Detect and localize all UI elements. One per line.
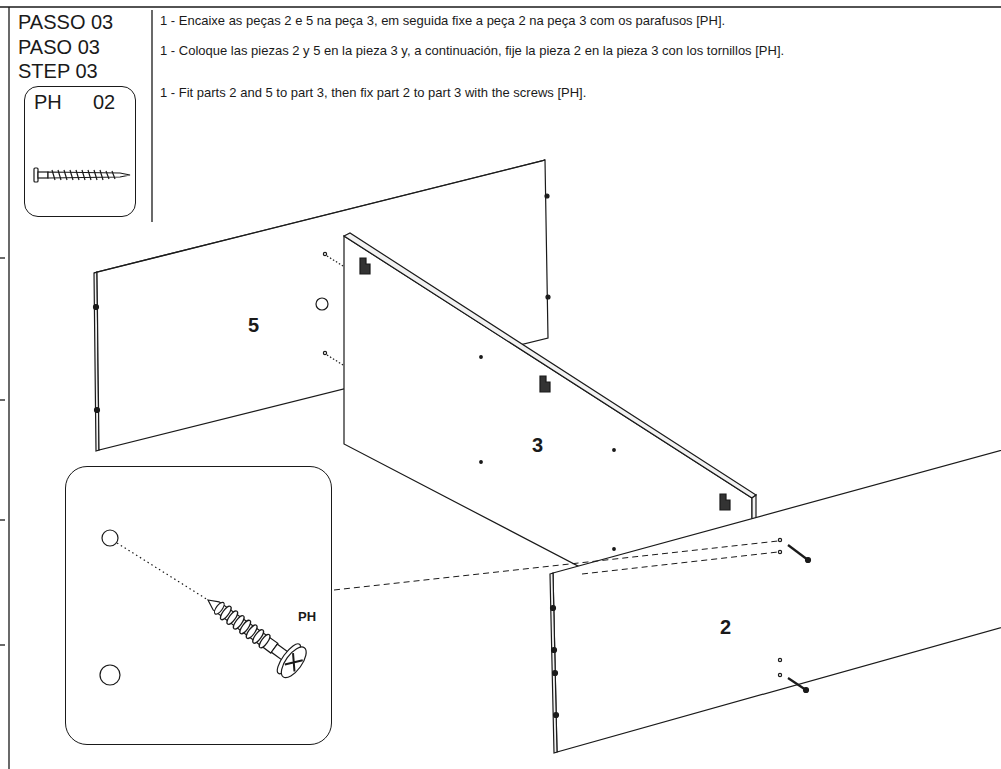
node-text: PH <box>34 91 62 114</box>
instruction-text: 1 - Encaixe as peças 2 e 5 na peça 3, em… <box>160 14 995 29</box>
tick <box>0 257 5 258</box>
tick <box>0 519 5 520</box>
divider-line <box>151 10 152 222</box>
screw-icon <box>34 168 130 182</box>
step-label: STEP 03 <box>18 60 148 83</box>
panel-3 <box>344 233 756 567</box>
part-number: 5 <box>248 314 278 337</box>
instruction-text: 1 - Fit parts 2 and 5 to part 3, then fi… <box>160 86 995 101</box>
step-label: PASO 03 <box>18 36 148 59</box>
tick <box>0 399 5 400</box>
detail-callout: PH <box>65 466 332 745</box>
part-number: 2 <box>720 616 750 639</box>
instruction-text: 1 - Coloque las piezas 2 y 5 en la pieza… <box>160 44 995 59</box>
detail-screw <box>100 530 311 685</box>
node-text: 02 <box>93 91 115 114</box>
leader-line <box>334 541 778 590</box>
tick <box>0 644 5 645</box>
frame-line <box>0 6 1001 7</box>
panel-2 <box>550 448 1001 753</box>
node-text: PH <box>298 609 316 624</box>
part-number: 3 <box>532 434 562 457</box>
frame-line <box>8 7 9 769</box>
screw-code-box: PH 02 <box>24 86 136 217</box>
step-label: PASSO 03 <box>18 11 148 34</box>
